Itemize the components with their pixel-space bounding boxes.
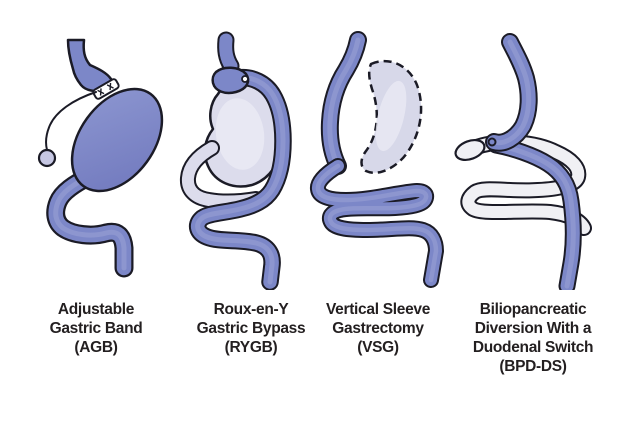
agb-band-icon [92,78,120,100]
bpdds-duodenal-stump-icon [454,139,486,161]
label-line: (RYGB) [224,339,278,356]
bpdds-sleeve-icon [485,33,538,152]
vsg-removed-stomach-icon [360,59,423,174]
label-line: Duodenal Switch [472,339,594,356]
rygb-anastomosis-icon [241,75,249,83]
rygb-pouch-icon [211,66,250,95]
label-line: Gastrectomy [332,320,424,337]
label-line: Adjustable [57,301,135,318]
panel-agb: Adjustable Gastric Band (AGB) [16,28,176,357]
vsg-illustration [309,31,444,288]
rygb-label: Roux-en-Y Gastric Bypass (RYGB) [176,300,326,357]
bpdds-alimentary-limb-icon [487,136,582,290]
bpdds-illustration [454,33,592,290]
rygb-illustration [179,31,292,290]
label-line: Gastric Bypass [196,320,306,337]
panel-vsg: Vertical Sleeve Gastrectomy (VSG) [303,28,453,357]
vsg-sleeve-icon [320,31,367,175]
label-line: (AGB) [74,339,118,356]
agb-tubing-icon [45,91,97,151]
rygb-esophagus-icon [217,31,240,75]
panel-bpdds: Biliopancreatic Diversion With a Duodena… [448,28,618,376]
label-line: (BPD-DS) [499,358,567,375]
bpdds-duodenal-switch-icon [487,137,497,147]
agb-stomach-icon [70,87,164,193]
agb-illustration [37,38,164,278]
label-line: Vertical Sleeve [325,301,431,318]
agb-label: Adjustable Gastric Band (AGB) [16,300,176,357]
label-line: Roux-en-Y [213,301,289,318]
label-line: Diversion With a [474,320,592,337]
rygb-roux-limb-icon [188,68,292,290]
label-line: Gastric Band [49,320,143,337]
vsg-intestine-icon [309,158,444,288]
bpdds-label: Biliopancreatic Diversion With a Duodena… [448,300,618,376]
bpdds-biliopancreatic-limb-icon [460,134,592,236]
panel-rygb: Roux-en-Y Gastric Bypass (RYGB) [176,28,326,357]
agb-port-icon [37,148,57,168]
vsg-label: Vertical Sleeve Gastrectomy (VSG) [303,300,453,357]
agb-duodenum-icon [46,166,134,278]
label-line: Biliopancreatic [479,301,587,318]
label-line: (VSG) [357,339,399,356]
